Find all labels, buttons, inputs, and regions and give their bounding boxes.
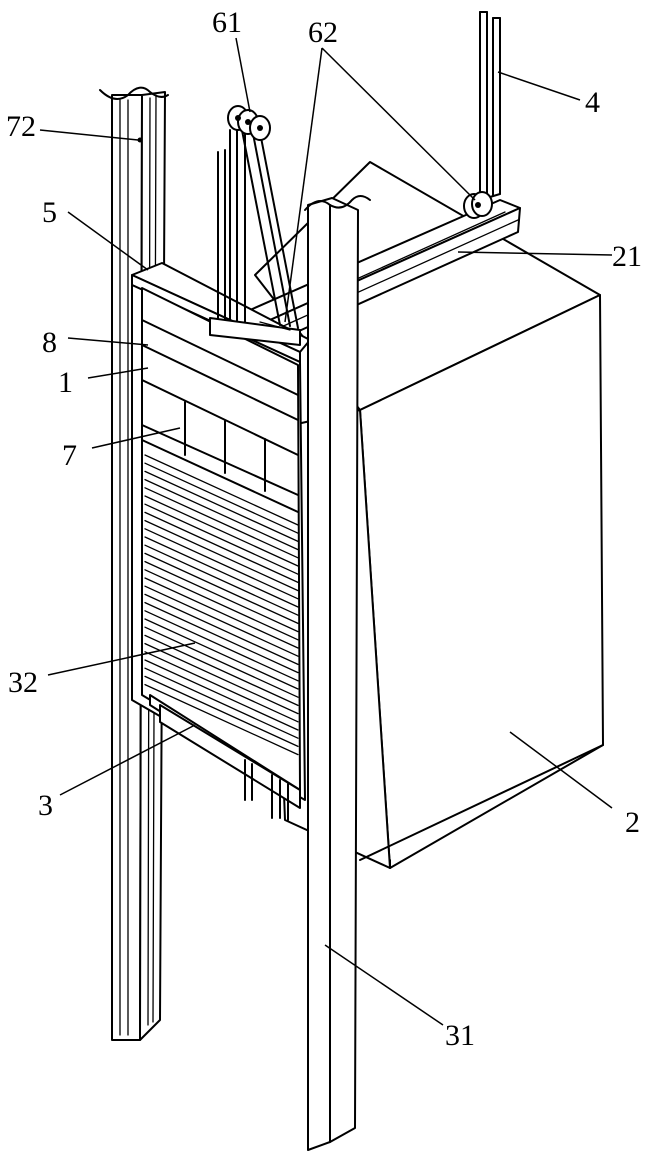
- shutter-bottom-bar: [149, 694, 301, 821]
- shutter-slat: [144, 651, 299, 723]
- label-31: 31: [445, 1019, 475, 1052]
- roller-right: [463, 191, 493, 219]
- shutter-slat: [144, 577, 299, 649]
- shutter-slat: [144, 626, 299, 698]
- label-4: 4: [585, 86, 600, 119]
- shutter-slat: [144, 470, 299, 543]
- shutter-slat: [144, 478, 299, 551]
- shutter-slat: [144, 601, 299, 674]
- label-2: 2: [625, 806, 640, 839]
- front-column: [304, 195, 371, 1151]
- shutter-slat: [144, 618, 299, 690]
- shutter-slat: [144, 511, 299, 584]
- shutter-slat: [144, 503, 299, 575]
- leader-lines: [39, 37, 613, 1026]
- rope-bracket: [479, 11, 501, 201]
- label-1: 1: [58, 366, 73, 399]
- label-7: 7: [62, 439, 77, 472]
- shutter-slat: [144, 585, 299, 657]
- label-5: 5: [42, 196, 57, 229]
- shutter-slat: [144, 634, 299, 707]
- label-61: 61: [212, 6, 242, 39]
- label-72: 72: [6, 110, 36, 143]
- label-8: 8: [42, 326, 57, 359]
- shutter-slat: [144, 593, 299, 666]
- shutter-slat: [144, 462, 299, 534]
- shutter-slat: [144, 659, 299, 731]
- shutter-slat: [144, 454, 299, 526]
- shutter-slat: [144, 495, 299, 567]
- label-62: 62: [308, 16, 338, 49]
- shutter-slat: [144, 642, 299, 715]
- shutter-slat: [144, 683, 299, 756]
- shutter-slat: [144, 528, 299, 600]
- reference-labels: 61 62 4 72 5 21 8 1 7 32 3 2 31: [6, 6, 642, 1052]
- shutter-slat: [144, 552, 299, 625]
- shutter-slat: [144, 569, 299, 641]
- shutter-slat: [144, 544, 299, 616]
- shutter-slat: [144, 519, 299, 592]
- roller-shutter-curtain: [144, 454, 299, 756]
- label-32: 32: [8, 666, 38, 699]
- shutter-slat: [144, 667, 299, 739]
- shutter-slat: [144, 560, 299, 633]
- shutter-slat: [144, 675, 299, 748]
- shutter-slat: [144, 536, 299, 608]
- shutter-slat: [144, 487, 299, 559]
- pulley-assembly: [209, 105, 301, 346]
- label-21: 21: [612, 240, 642, 273]
- shutter-slat: [144, 610, 299, 682]
- label-3: 3: [38, 789, 53, 822]
- shutter-frame: [131, 284, 306, 801]
